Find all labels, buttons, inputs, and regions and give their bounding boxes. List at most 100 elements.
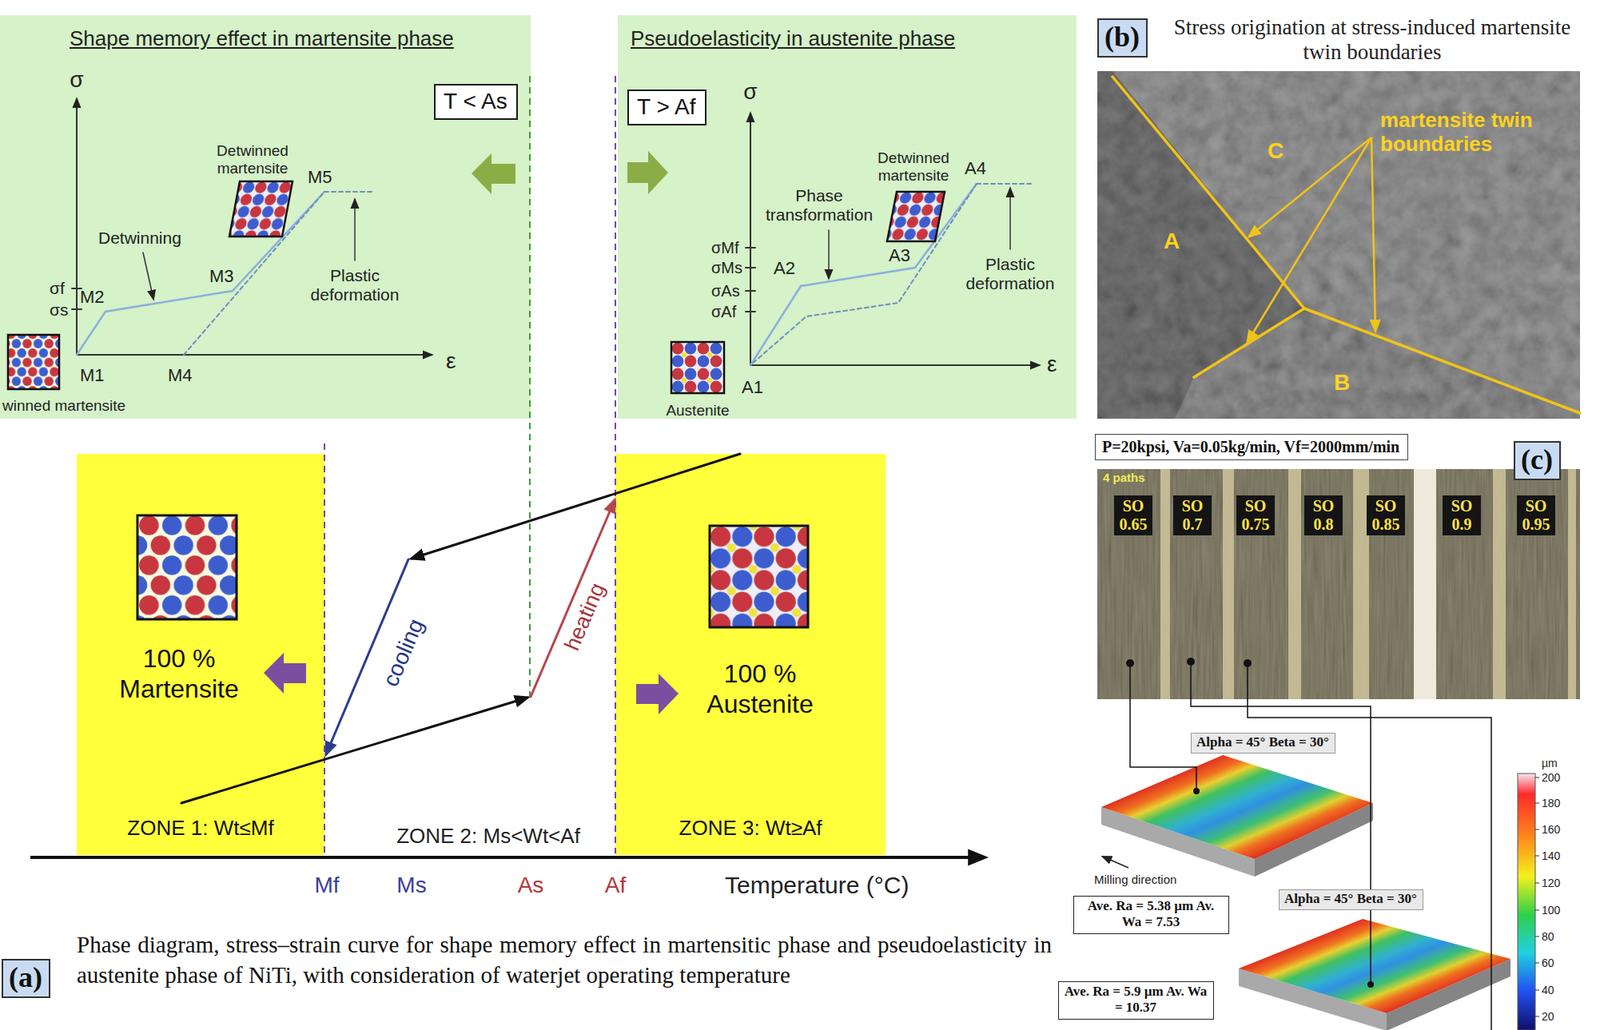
lattice-icon <box>137 515 237 620</box>
region-label: A <box>1163 228 1180 255</box>
point-label: A2 <box>773 258 796 279</box>
stress-strain-graph <box>324 191 373 193</box>
zone-label: ZONE 2: Ms<Wt<Af <box>396 824 581 849</box>
panel-backgrounds <box>76 453 325 856</box>
view-angle-text: Alpha = 45° Beta = 30° <box>1284 891 1417 908</box>
condition-label: T > Af <box>636 93 696 121</box>
panel-letter-text: (a) <box>8 960 43 996</box>
sem-micrograph <box>1097 71 1581 419</box>
scale-tick-label: 20 <box>1541 1010 1555 1023</box>
stress-strain-graph <box>76 191 325 355</box>
panel-letter-text: (b) <box>1104 19 1140 55</box>
hysteresis-loop <box>181 453 741 804</box>
temperature-mark: Ms <box>396 872 426 899</box>
path-label: SO 0.65 <box>1114 495 1153 536</box>
zone-label: ZONE 3: Wt≥Af <box>679 815 823 841</box>
leader-line <box>1190 661 1371 985</box>
stress-strain-graph <box>671 113 1039 394</box>
stress-label: σAf <box>711 302 737 322</box>
axis-label: ε <box>1046 351 1057 378</box>
stress-strain-graph <box>75 99 78 355</box>
machined-sample-photo <box>1160 469 1577 700</box>
scale-tick-label: 80 <box>1541 930 1555 944</box>
panel-title: Shape memory effect in martensite phase <box>69 26 454 52</box>
machined-sample-photo <box>1126 657 1252 668</box>
block-arrow <box>636 673 679 715</box>
condition-box: T > Af <box>627 89 707 126</box>
transformation-temperature-line <box>323 443 326 854</box>
sem-micrograph <box>1112 76 1581 414</box>
temperature-axis <box>30 855 985 860</box>
transformation-temperature-line <box>614 75 617 854</box>
machined-sample-photo <box>1288 469 1302 700</box>
block-arrow <box>471 153 516 195</box>
roughness-text: Ave. Ra = 5.38 µm Av. Wa = 7.53 <box>1078 898 1223 932</box>
machined-sample-photo <box>1160 469 1171 700</box>
stress-strain-graph <box>749 113 752 366</box>
unit-label: µm <box>1541 756 1558 770</box>
hysteresis-loop <box>181 697 528 804</box>
temperature-zone: 100 % MartensiteZONE 1: Wt≤Mf <box>76 453 325 856</box>
process-label: cooling <box>378 615 430 691</box>
temperature-mark: Mf <box>314 872 339 899</box>
phase-label: 100 % Martensite <box>107 643 251 705</box>
scale-tick-label: 140 <box>1541 849 1561 863</box>
point-label: M3 <box>209 266 235 287</box>
callout-label: martensite twin boundaries <box>1380 108 1581 157</box>
path-label: SO 0.7 <box>1173 495 1212 536</box>
block-arrow <box>471 151 669 195</box>
point-label: A1 <box>741 377 764 398</box>
point-label: A4 <box>964 158 987 179</box>
machined-sample-photo <box>1413 469 1437 700</box>
path-label: SO 0.8 <box>1304 495 1343 536</box>
panel-letter: (b) <box>1097 18 1148 58</box>
stress-strain-graph <box>750 183 977 366</box>
temperature-axis <box>30 857 985 859</box>
color-scale-bar <box>1535 777 1540 1017</box>
axis-title: Temperature (°C) <box>724 871 909 900</box>
sem-micrograph <box>1247 137 1372 343</box>
leader-line <box>1130 663 1197 792</box>
view-angle-box: Alpha = 45° Beta = 30° <box>1190 732 1336 754</box>
scale-tick-label: 200 <box>1541 771 1561 785</box>
photo-note: 4 paths <box>1102 470 1146 485</box>
block-arrow <box>263 652 679 715</box>
lattice-icon <box>137 515 808 628</box>
machined-sample-photo <box>1568 469 1577 700</box>
temperature-mark: Af <box>604 872 626 899</box>
panel-letter: (c) <box>1513 441 1561 481</box>
point-label: M1 <box>79 365 105 386</box>
stress-strain-graph <box>143 252 154 299</box>
temperature-mark: As <box>517 872 545 899</box>
view-angle-box: Alpha = 45° Beta = 30° <box>1278 889 1424 911</box>
hysteresis-loop <box>411 453 741 559</box>
stress-strain-graph <box>671 342 725 394</box>
stress-strain-graph <box>887 191 945 242</box>
condition-label: T < As <box>443 87 508 116</box>
stress-strain-graph <box>7 334 60 390</box>
machined-sample-photo <box>1097 469 1581 700</box>
parameter-box: P=20kpsi, Va=0.05kg/min, Vf=2000mm/min <box>1094 433 1409 461</box>
panel-backgrounds <box>617 15 1077 419</box>
annotation: Phase transformation <box>751 186 888 225</box>
sem-micrograph <box>1112 71 1581 414</box>
direction-label: Milling direction <box>1094 872 1177 887</box>
panel-letter-text: (c) <box>1520 442 1553 478</box>
axis-label: σ <box>69 67 84 93</box>
stress-strain-graph <box>354 199 356 261</box>
surface-plot <box>1238 919 1511 1014</box>
stress-strain-graph <box>750 183 977 366</box>
stress-strain-graph <box>976 183 1031 185</box>
panel-letter: (a) <box>1 959 51 999</box>
axis-label: ε <box>445 348 456 375</box>
sem-micrograph <box>1112 76 1305 309</box>
panel-backgrounds <box>0 15 531 419</box>
point-label: M2 <box>79 286 105 307</box>
leader-dot <box>1367 981 1374 988</box>
sem-micrograph <box>1304 308 1581 414</box>
sem-micrograph <box>1194 308 1305 378</box>
leader-dot <box>1193 788 1374 988</box>
annotation: Detwinning <box>98 228 182 248</box>
machined-sample-photo <box>1222 469 1234 700</box>
